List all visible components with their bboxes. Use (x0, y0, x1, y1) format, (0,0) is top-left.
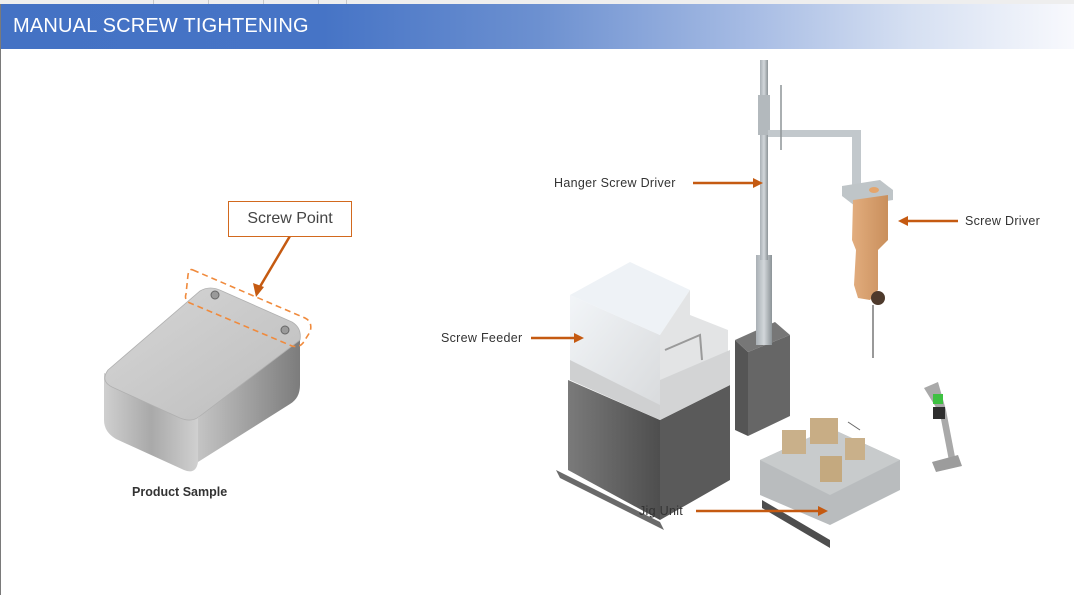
electric-screw-driver (842, 180, 893, 358)
ruler-tick (263, 0, 264, 4)
product-front-face (104, 373, 198, 472)
screw-point-highlight (184, 268, 312, 348)
arrow-head-icon (253, 283, 264, 297)
callout-arrow (256, 235, 292, 291)
control-switch-stand (924, 382, 962, 472)
screw-hole-icon (210, 290, 220, 300)
slide-title: MANUAL SCREW TIGHTENING (13, 15, 309, 37)
jig-unit (760, 418, 900, 548)
green-button-icon (933, 394, 943, 404)
label-jig-unit: Jig Unit (639, 504, 684, 518)
arrow-head-icon (818, 506, 828, 516)
screw-feeder-machine (556, 262, 730, 530)
product-top-face (104, 287, 301, 421)
black-button-icon (933, 407, 945, 419)
label-screw-driver: Screw Driver (965, 214, 1041, 228)
ruler-tick (208, 0, 209, 4)
ruler-tick (153, 0, 154, 4)
ruler-tick (318, 0, 319, 4)
product-caption: Product Sample (132, 485, 228, 499)
product-side-face (198, 335, 300, 462)
label-arrows (531, 178, 958, 516)
screw-point-callout: Screw Point (228, 201, 352, 237)
screw-hole-icon (280, 325, 290, 335)
ruler-tick (346, 0, 347, 4)
label-screw-feeder: Screw Feeder (441, 331, 523, 345)
hanger-screw-driver-stand (735, 60, 861, 436)
arrow-head-icon (898, 216, 908, 226)
title-banner: MANUAL SCREW TIGHTENING (1, 4, 1074, 49)
arrow-head-icon (574, 333, 584, 343)
arrow-head-icon (753, 178, 763, 188)
label-hanger-screw-driver: Hanger Screw Driver (554, 176, 676, 190)
left-border (0, 4, 1, 595)
